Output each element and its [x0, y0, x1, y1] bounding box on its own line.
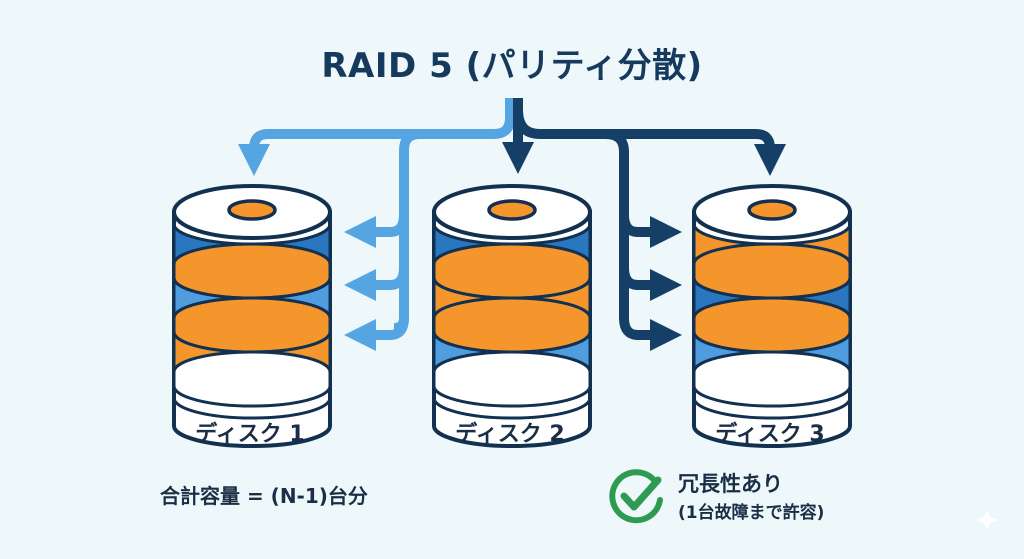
arrow-to-disk3-block3 [619, 317, 683, 352]
diagram-title: RAID 5 (パリティ分散) [321, 46, 703, 86]
capacity-formula: 合計容量 = (N-1)台分 [160, 484, 368, 508]
disk-2-label: ディスク 2 [455, 422, 565, 447]
arrow-to-disk3-block2 [619, 267, 683, 302]
arrow-to-disk1-top [237, 98, 515, 177]
sparkle-icon [975, 508, 999, 532]
disk-spindle-icon [487, 199, 537, 221]
arrow-trunk-right [605, 129, 629, 318]
disk-3-label: ディスク 3 [715, 422, 825, 447]
arrows-left-branch [237, 98, 515, 352]
arrow-to-disk3-block1 [619, 214, 683, 249]
disk-3: PAB2C2 [692, 184, 852, 448]
disk-2: A2PBC1 [432, 184, 592, 448]
arrow-to-disk3-top [513, 109, 787, 177]
redundancy-note: 冗長性あり (1台故障まで許容) [606, 462, 886, 532]
arrow-to-disk1-block2 [343, 267, 409, 302]
disk-spindle-icon [747, 199, 797, 221]
disk-1: A1B1PC [172, 184, 332, 448]
disk-1-label: ディスク 1 [195, 422, 305, 447]
redundancy-title: 冗長性あり [678, 472, 783, 496]
arrows-right-branch [501, 98, 787, 352]
redundancy-detail: (1台故障まで許容) [678, 503, 825, 523]
disk-spindle-icon [227, 199, 277, 221]
arrow-to-disk1-block3 [343, 317, 409, 352]
arrow-to-disk1-block1 [343, 214, 409, 249]
check-circle-icon [609, 469, 663, 524]
